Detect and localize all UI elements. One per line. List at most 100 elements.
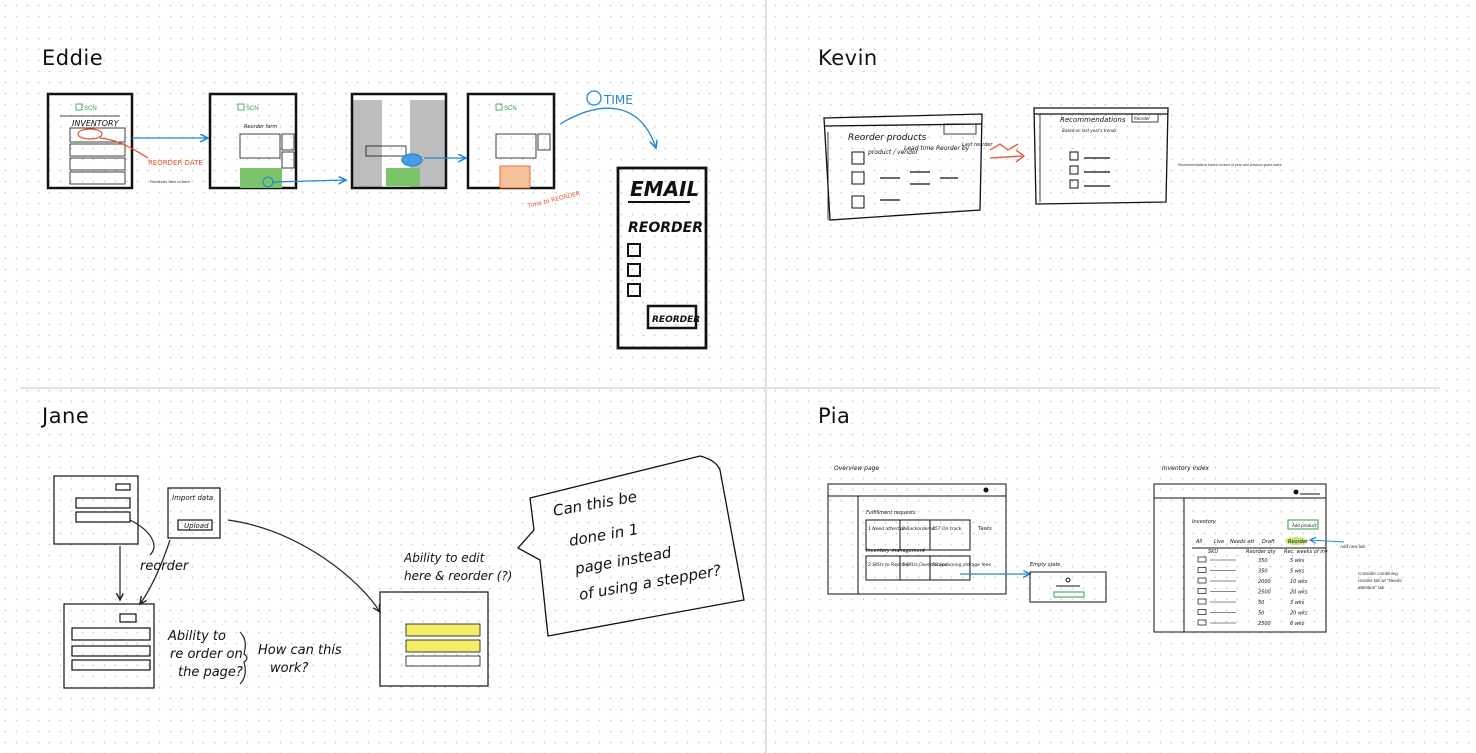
pia-table-row: 2500 20 wks (1197, 588, 1308, 596)
pia-table-row: 2000 10 wks (1197, 577, 1308, 585)
pia-row-weeks: 10 wks (1290, 579, 1308, 585)
eddie-orange-card (499, 165, 531, 189)
pia-row-qty: 350 (1258, 569, 1268, 575)
eddie-reorder-date-note: REORDER DATE (148, 159, 203, 167)
pia-empty-state-label: Empty state (1030, 562, 1060, 568)
pia-row-qty: 2000 (1258, 579, 1271, 585)
pia-col-3: Rec. weeks of inv (1284, 549, 1329, 555)
pia-tab-5: Reorder (1288, 539, 1309, 545)
clock-icon (586, 90, 602, 106)
pia-add-tab-arrow (1310, 540, 1345, 542)
vertical-divider (765, 0, 767, 753)
pia-reorder-tab-highlight (1285, 537, 1307, 545)
eddie-brand-2: SCN (246, 106, 259, 112)
pia-inventory-heading: Inventory (1192, 519, 1217, 525)
kevin-left-frame (823, 113, 983, 221)
pia-row-thumbnail (1197, 609, 1207, 615)
eddie-email-sketch (616, 166, 708, 350)
eddie-arrow-2 (271, 180, 346, 182)
pia-add-product: Add product (1291, 523, 1317, 528)
pia-row-weeks: 6 wks (1290, 621, 1305, 627)
pia-index-frame (1153, 483, 1327, 633)
jane-highlight-row-1 (405, 623, 481, 637)
eddie-sketch-3 (350, 92, 448, 190)
pia-fulfillment-label: Fulfillment requests (866, 510, 916, 516)
jane-import-data: Import data (172, 494, 213, 502)
jane-ability-edit-1: Ability to edit (403, 551, 486, 565)
pia-row-thumbnail (1197, 567, 1207, 573)
eddie-email-subtitle: REORDER (628, 220, 703, 236)
eddie-sketch-1 (46, 92, 134, 190)
jane-how-work-2: work? (270, 661, 308, 676)
pia-inventory-mgmt-label: Inventory management (866, 548, 926, 554)
pia-tab-2: Live (1214, 539, 1224, 545)
jane-sketch-2 (63, 603, 155, 689)
kevin-right-title: Recommendations (1060, 116, 1126, 124)
jane-ability-line-1: Ability to (167, 629, 226, 644)
pia-row-weeks: 20 wks (1290, 590, 1308, 596)
jane-bubble-note: Can this be done in 1 page instead of us… (552, 487, 723, 603)
pia-row-thumbnail (1197, 588, 1207, 594)
eddie-brand-1: SCN (84, 106, 97, 112)
pia-tab-4: Draft (1262, 539, 1276, 545)
pia-tasks-label: Tasks (978, 526, 992, 532)
pia-row-qty: 50 (1258, 600, 1264, 606)
pia-row-weeks: 20 wks (1290, 611, 1308, 617)
jane-brace (239, 631, 248, 685)
kevin-transition-arrow (989, 143, 1023, 159)
eddie-time-to-reorder-note: Time to REORDER (526, 190, 581, 210)
pia-consider-note-3: attention" tab (1358, 585, 1385, 590)
jane-bubble-line-1: Can this be (552, 487, 639, 519)
pia-overview-frame (827, 483, 1007, 595)
jane-bubble-line-2: done in 1 (568, 520, 640, 550)
pia-row-thumbnail (1197, 598, 1207, 605)
jane-title: Jane (42, 404, 90, 428)
jane-ability-reorder-note: Ability to re order on the page? (167, 629, 243, 680)
kevin-left-title: Reorder products (848, 133, 927, 143)
pia-row-thumbnail (1197, 556, 1207, 563)
eddie-reorder-arrow (99, 137, 149, 159)
pia-row-qty: 2500 (1258, 590, 1271, 596)
pia-row-qty: 2500 (1258, 621, 1271, 627)
jane-long-arrow (227, 519, 380, 612)
eddie-email-button: REORDER (652, 315, 700, 325)
pia-row-qty: 50 (1258, 611, 1264, 617)
pia-title: Pia (818, 404, 851, 428)
pia-fulfillment-stat-2: 0 Backordered (902, 526, 935, 532)
pia-inventory-stat-2: 5 SKUs Overstocked (902, 562, 948, 568)
jane-upload: Upload (184, 522, 209, 530)
jane-sketch-3 (379, 591, 489, 687)
pia-consider-note-1: Consider combining (1358, 571, 1398, 576)
kevin-title: Kevin (818, 46, 878, 70)
pia-row-weeks: 5 wks (1290, 558, 1305, 564)
eddie-time-arrow (559, 107, 656, 148)
horizontal-divider (20, 387, 1440, 389)
jane-how-work-1: How can this (258, 643, 342, 658)
pia-col-2: Reorder qty (1246, 549, 1277, 555)
eddie-reorder-form-label: Reorder form (244, 124, 277, 130)
eddie-green-button-1 (240, 168, 282, 188)
pia-empty-state-frame (1029, 571, 1107, 603)
eddie-reminder-note: Reminder then to here (150, 179, 191, 184)
jane-ability-line-3: the page? (178, 665, 243, 680)
pia-table-row: 2500 6 wks (1197, 619, 1305, 627)
pia-row-thumbnail (1197, 577, 1207, 584)
pia-consider-note-2: reorder tab w/ "Needs (1358, 578, 1402, 583)
jane-ability-edit-2: here & reorder (?) (404, 569, 512, 583)
pia-index-label: Inventory index (1162, 465, 1210, 472)
jane-speech-bubble (516, 455, 745, 637)
pia-overview-label: Overview page (834, 465, 879, 472)
pia-row-thumbnail (1197, 619, 1207, 626)
jane-reorder-note: reorder (140, 559, 190, 574)
eddie-reorder-circle (77, 128, 103, 140)
jane-import-card (167, 487, 221, 539)
kevin-side-note: Recommendations based on time of year an… (1178, 163, 1282, 167)
eddie-inventory-label: INVENTORY (72, 119, 120, 128)
eddie-brand-4: SCN (504, 106, 517, 112)
eddie-email-title: EMAIL (630, 177, 699, 201)
